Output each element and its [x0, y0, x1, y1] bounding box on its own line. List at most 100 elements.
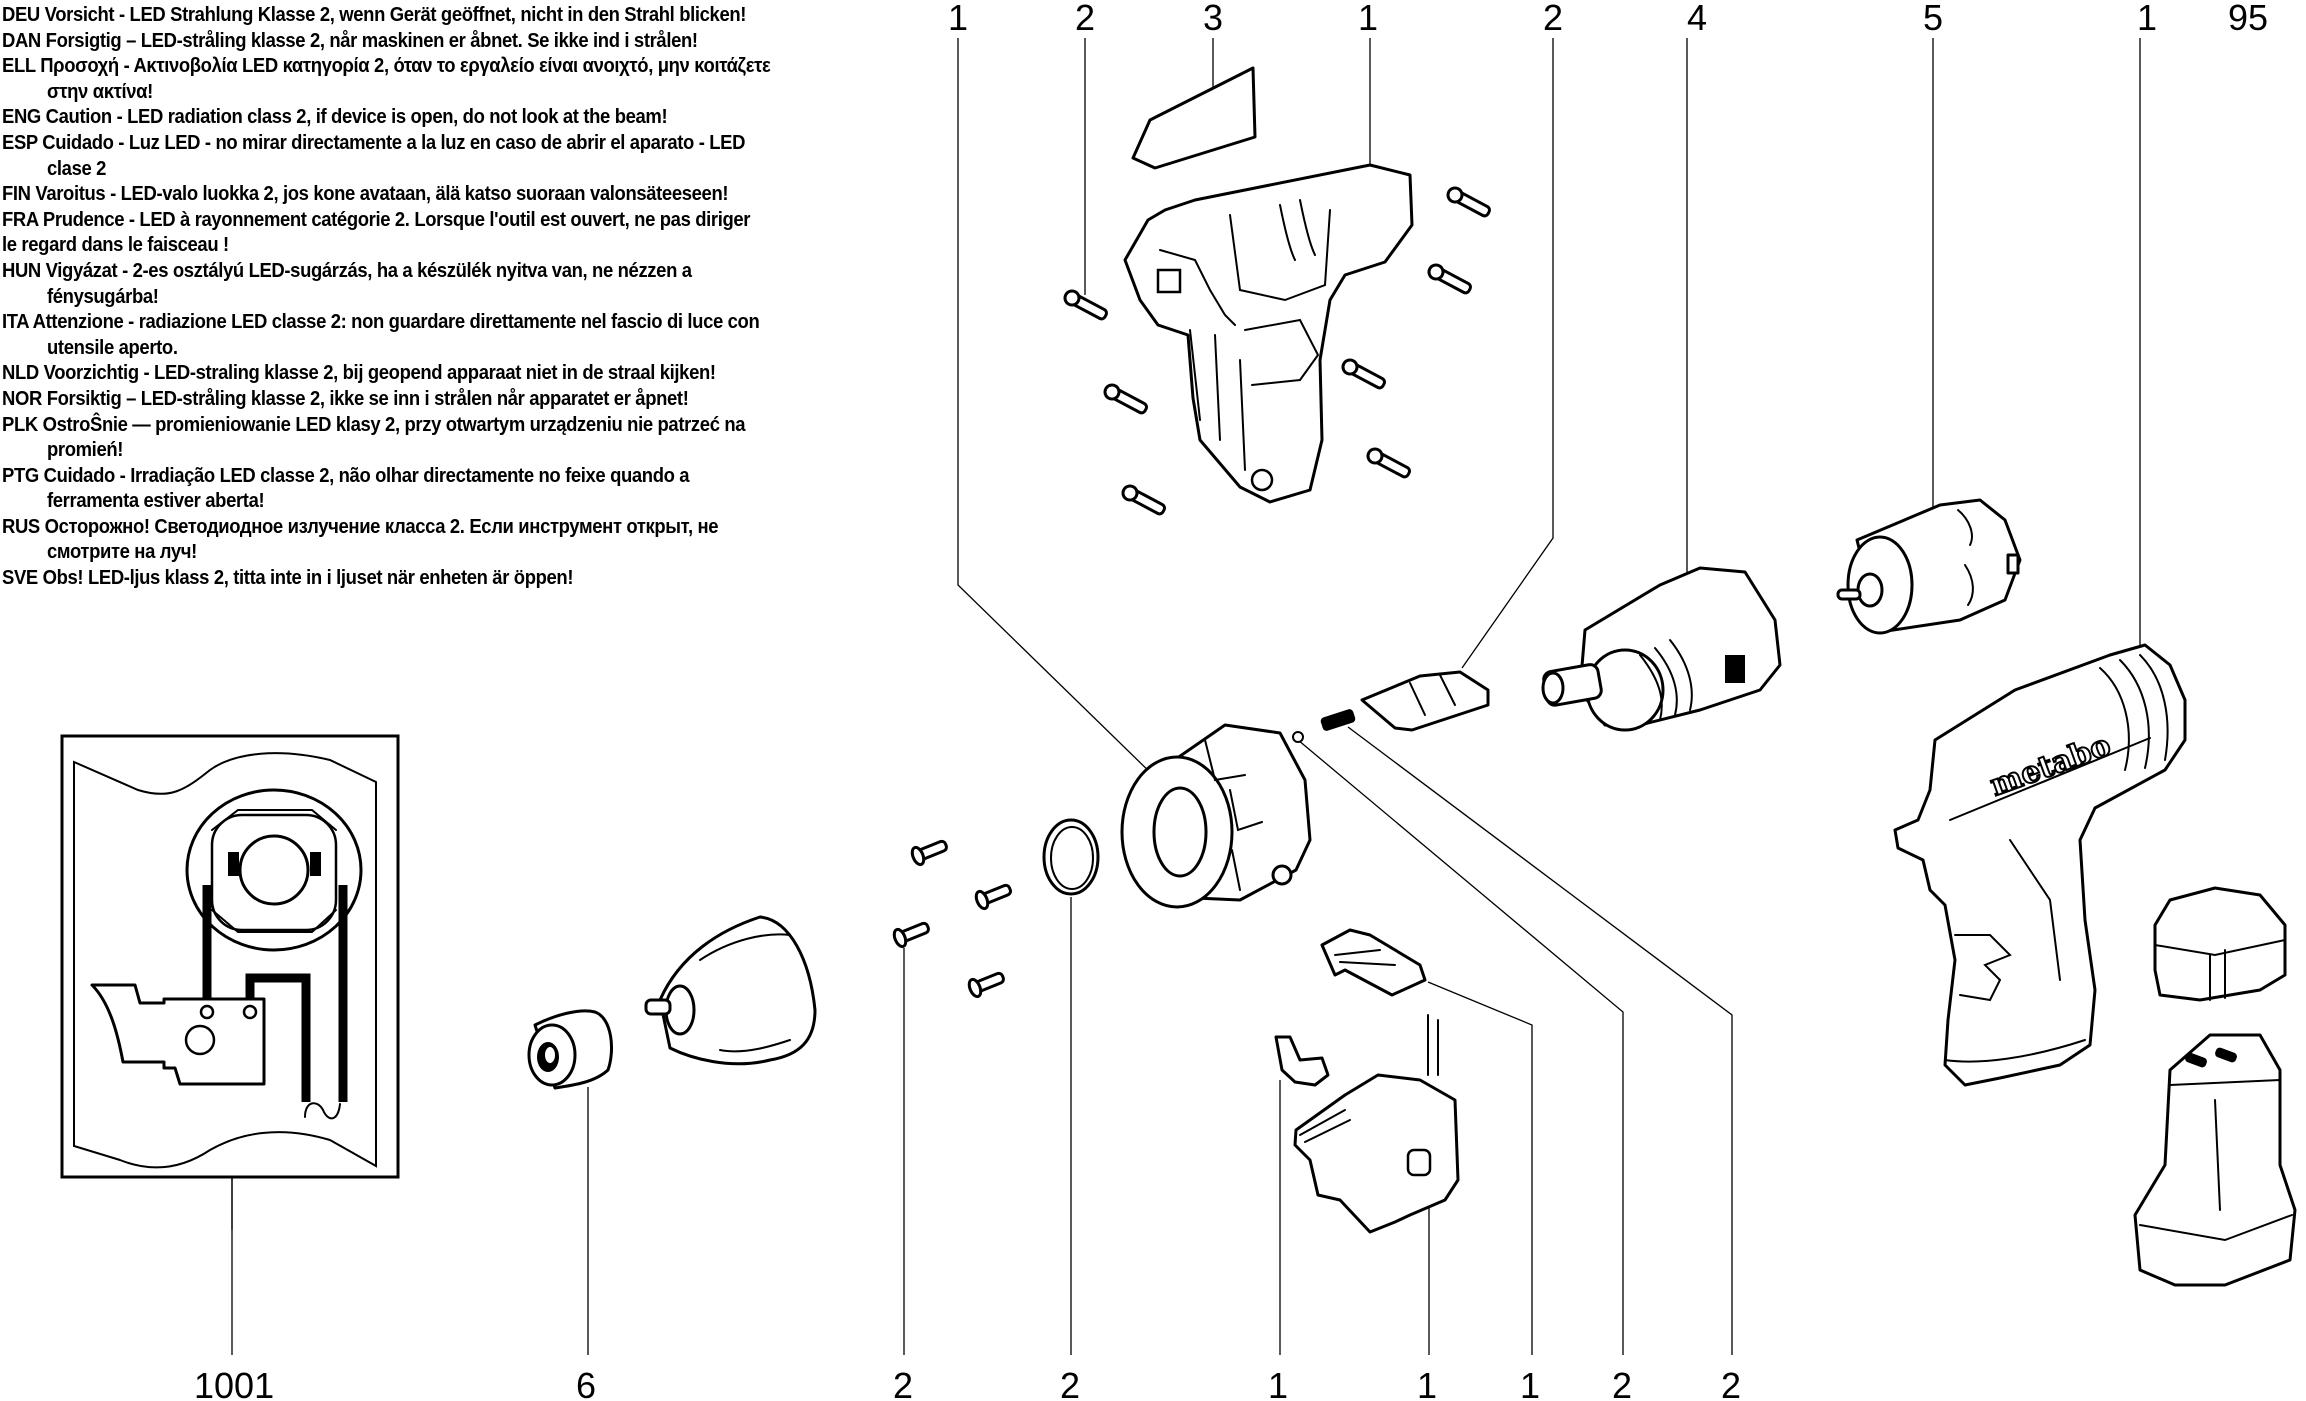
language-code: ESP	[2, 130, 38, 154]
language-code: ITA	[2, 310, 29, 334]
warning-text: Vorsicht - LED Strahlung Klasse 2, wenn …	[44, 3, 747, 26]
warning-text: le regard dans le faisceau !	[2, 233, 229, 257]
part-label: 1	[948, 0, 968, 38]
battery-pack-part	[2133, 1033, 2297, 1287]
warning-text: clase 2	[47, 156, 107, 180]
leader-lines	[231, 38, 2141, 1355]
leader-line	[1461, 38, 1554, 669]
part-label: 2	[1543, 0, 1563, 38]
warning-text: Caution - LED radiation class 2, if devi…	[45, 105, 668, 129]
led-cover-part	[1360, 670, 1490, 732]
warning-text: Cuidado - Irradiação LED classe 2, não o…	[43, 463, 690, 487]
language-code: NOR	[2, 386, 42, 410]
language-code: DEU	[2, 3, 40, 26]
warning-text: Осторожно! Светодиодное излучение класса…	[44, 514, 719, 538]
ball-part	[1292, 731, 1304, 743]
part-label: 2	[1612, 1365, 1632, 1401]
part-label: 2	[1060, 1365, 1080, 1401]
housing-screws-part	[1063, 186, 1491, 516]
warning-text: promień!	[47, 438, 124, 462]
gear-housing-front-part	[1120, 723, 1312, 909]
part-label: 2	[893, 1365, 913, 1401]
warning-text: Forsigtig – LED-stråling klasse 2, når m…	[45, 28, 698, 52]
motor-part	[1836, 498, 2022, 635]
warning-text: fénysugárba!	[47, 284, 159, 308]
keyless-chuck-part	[644, 915, 817, 1066]
rating-label-part	[1131, 66, 1257, 170]
warning-entry-fra: FRA Prudence - LED à rayonnement catégor…	[2, 207, 848, 258]
warning-entry-nld: NLD Voorzichtig - LED-straling klasse 2,…	[2, 360, 848, 386]
chuck-screws-part	[892, 839, 1012, 999]
leader-line	[1347, 726, 1733, 1355]
warning-entry-dan: DAN Forsigtig – LED-stråling klasse 2, n…	[2, 28, 848, 54]
language-code: ELL	[2, 54, 36, 78]
warning-text: Varoitus - LED-valo luokka 2, jos kone a…	[35, 182, 729, 206]
part-label: 3	[1203, 0, 1223, 38]
warning-entry-rus: RUS Осторожно! Светодиодное излучение кл…	[2, 514, 848, 565]
part-label: 2	[1721, 1365, 1741, 1401]
warning-entry-plk: PLK OstroŜnie — promieniowanie LED klasy…	[2, 412, 848, 463]
led-warning-block: DEU Vorsicht - LED Strahlung Klasse 2, w…	[2, 2, 942, 591]
warning-text: Forsiktig – LED-stråling klasse 2, ikke …	[46, 386, 689, 410]
retaining-ring-part	[1042, 818, 1100, 896]
top-labels: 1 2 3 1 2 4 5 1 95	[948, 0, 2268, 38]
language-code: PLK	[2, 412, 38, 436]
bit-sleeve-part	[527, 1009, 614, 1090]
warning-text: Voorzichtig - LED-straling klasse 2, bij…	[43, 361, 716, 385]
ac-symbol-icon	[304, 1102, 341, 1120]
leader-line	[1297, 739, 1624, 1355]
warning-entry-nor: NOR Forsiktig – LED-stråling klasse 2, i…	[2, 386, 848, 412]
part-label: 6	[576, 1365, 596, 1401]
language-code: HUN	[2, 258, 41, 282]
part-label: 5	[1923, 0, 1943, 38]
warning-text: Prudence - LED à rayonnement catégorie 2…	[42, 207, 751, 231]
gearbox-part	[1541, 566, 1782, 732]
part-label: 1001	[194, 1365, 274, 1401]
direction-switch-part	[1274, 1035, 1330, 1087]
handle-housing-part: metabo	[1893, 643, 2187, 1087]
warning-entry-hun: HUN Vigyázat - 2-es osztályú LED-sugárzá…	[2, 258, 848, 309]
warning-text: Attenzione - radiazione LED classe 2: no…	[32, 310, 760, 334]
part-label: 1	[1520, 1365, 1540, 1401]
leader-line	[1427, 981, 1533, 1355]
housing-half-part	[1123, 163, 1414, 504]
switch-slider-part	[1320, 928, 1427, 997]
warning-text: Cuidado - Luz LED - no mirar directament…	[42, 130, 746, 154]
language-code: PTG	[2, 463, 39, 487]
part-label: 1	[1417, 1365, 1437, 1401]
language-code: SVE	[2, 566, 38, 590]
warning-text: Obs! LED-ljus klass 2, titta inte in i l…	[42, 566, 574, 590]
battery-cap-part	[2153, 886, 2287, 1002]
language-code: DAN	[2, 28, 41, 52]
language-code: FIN	[2, 182, 31, 206]
language-code: NLD	[2, 361, 39, 385]
spring-part	[1320, 709, 1356, 731]
warning-text: στην ακτίνα!	[47, 79, 153, 103]
bottom-labels: 1001 6 2 2 1 1 1 2 2	[194, 1365, 1741, 1401]
leader-line	[957, 38, 1159, 781]
warning-entry-ell: ELL Προσοχή - Ακτινοβολία LED κατηγορία …	[2, 53, 848, 104]
warning-text: OstroŜnie — promieniowanie LED klasy 2, …	[42, 412, 746, 436]
warning-text: Vigyázat - 2-es osztályú LED-sugárzás, h…	[45, 258, 692, 282]
warning-entry-esp: ESP Cuidado - Luz LED - no mirar directa…	[2, 130, 848, 181]
part-label: 4	[1687, 0, 1707, 38]
warning-text: ferramenta estiver aberta!	[47, 489, 265, 513]
language-code: FRA	[2, 207, 39, 231]
wiring-diagram-inset	[60, 734, 400, 1179]
part-label: 2	[1075, 0, 1095, 38]
warning-entry-ptg: PTG Cuidado - Irradiação LED classe 2, n…	[2, 463, 848, 514]
switch-part	[1293, 1014, 1460, 1234]
warning-entry-eng: ENG Caution - LED radiation class 2, if …	[2, 104, 848, 130]
warning-text: смотрите на луч!	[47, 540, 197, 564]
language-code: RUS	[2, 514, 40, 538]
part-label: 1	[2137, 0, 2157, 38]
warning-entry-sve: SVE Obs! LED-ljus klass 2, titta inte in…	[2, 565, 848, 591]
part-label: 1	[1268, 1365, 1288, 1401]
language-code: ENG	[2, 105, 41, 129]
warning-entry-deu: DEU Vorsicht - LED Strahlung Klasse 2, w…	[2, 2, 848, 28]
warning-text: utensile aperto.	[47, 335, 178, 359]
warning-entry-fin: FIN Varoitus - LED-valo luokka 2, jos ko…	[2, 181, 848, 207]
part-label: 1	[1358, 0, 1378, 38]
drawing-number: 95	[2228, 0, 2268, 38]
